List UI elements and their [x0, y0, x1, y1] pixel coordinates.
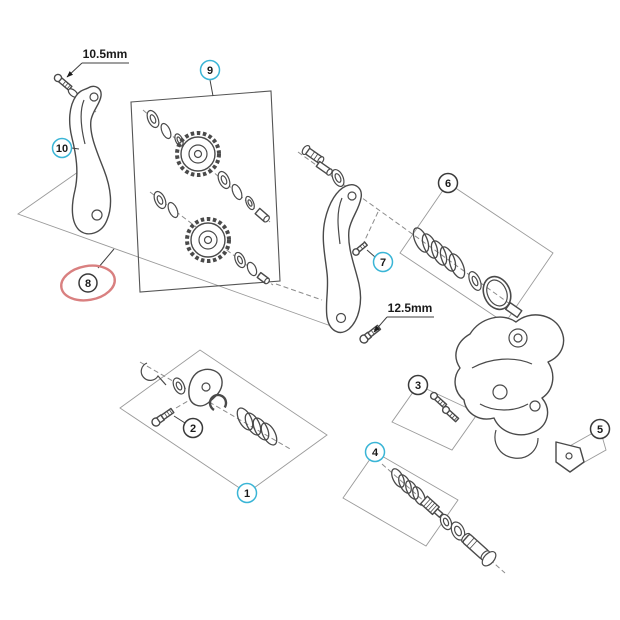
adjusting-screw: [441, 405, 460, 423]
callout-6-number: 6: [445, 178, 451, 190]
callout-3-number: 3: [415, 380, 421, 392]
leader-10: [71, 147, 80, 150]
callout-10-number: 10: [56, 143, 68, 155]
callout-7: 7: [372, 251, 394, 273]
pulley-lower: [185, 217, 231, 263]
callout-8-highlighted: 8: [60, 264, 116, 302]
callout-3: 3: [407, 374, 429, 396]
callout-1-circle: [236, 482, 258, 504]
pulley-seal-ring: [245, 195, 255, 211]
callout-9: 9: [199, 59, 221, 81]
plate-fixing-bolt: [151, 407, 175, 427]
callout-2: 2: [182, 417, 204, 439]
spring-hook-end: [140, 362, 167, 386]
group-4-outline: [342, 451, 459, 547]
callout-4: 4: [364, 441, 386, 463]
callout-1-number: 1: [244, 488, 250, 500]
mounting-axle-bolt: [461, 532, 497, 567]
group-8-outline: [17, 157, 346, 332]
axle-washer: [439, 513, 453, 531]
callout-3-circle: [407, 374, 429, 396]
leader-8: [97, 248, 115, 269]
adjusting-screw: [429, 391, 448, 409]
pulley-bushing: [254, 207, 270, 223]
pulley-spacer: [167, 201, 179, 219]
pulley-spacer: [160, 122, 172, 140]
mount-washer: [331, 168, 345, 188]
axis-pivot-bolt: [363, 211, 379, 243]
callout-7-number: 7: [380, 257, 386, 269]
callout-8-highlight-ellipse: [60, 264, 116, 302]
mount-bolt: [301, 144, 325, 165]
pulley-washer: [146, 109, 160, 129]
pulley-washer: [153, 190, 167, 210]
snap-ring: [208, 393, 228, 413]
callout-9-number: 9: [207, 65, 213, 77]
axis-tension-parts: [139, 361, 293, 451]
dimension-12-5mm: 12.5mm: [373, 301, 434, 333]
bracket-axle-unit: [555, 441, 585, 473]
callout-8-circle: [78, 273, 98, 293]
axis-cage-link: [275, 283, 323, 301]
callout-6-circle: [437, 172, 459, 194]
group-3-outline: [391, 384, 479, 451]
dimension-12-5mm-label: 12.5mm: [388, 301, 433, 315]
callout-2-number: 2: [190, 423, 196, 435]
pulley-assembly-box: [130, 90, 281, 293]
callout-4-number: 4: [372, 447, 379, 459]
cage-pivot-bolt: [352, 241, 368, 256]
mount-ring: [482, 275, 512, 311]
pulley-washer: [217, 170, 231, 190]
cable-adjuster-barrel: [419, 495, 444, 518]
pulley-spacer: [231, 183, 243, 201]
dimension-10-5mm: 10.5mm: [66, 47, 129, 78]
small-tension-spring: [236, 407, 278, 446]
leader-7: [366, 249, 376, 258]
callout-9-circle: [199, 59, 221, 81]
dimension-10-5mm-label: 10.5mm: [83, 47, 128, 61]
callout-2-circle: [182, 417, 204, 439]
callout-8-number: 8: [85, 278, 91, 290]
pulley-bushing: [256, 271, 271, 285]
inner-cage-plate: [322, 184, 362, 334]
axle-seal-ring: [450, 521, 466, 541]
outer-cage-plate: [68, 85, 112, 235]
callout-1: 1: [236, 482, 258, 504]
leader-9: [209, 79, 214, 97]
pulley-spacer: [246, 261, 258, 277]
pulley-washer: [234, 251, 246, 269]
callout-4-circle: [364, 441, 386, 463]
mount-bushing: [315, 160, 333, 176]
callout-7-circle: [372, 251, 394, 273]
callout-5-number: 5: [597, 424, 603, 436]
group-1-outline: [119, 349, 328, 494]
callout-5-circle: [589, 418, 611, 440]
pivot-shaft: [505, 302, 523, 319]
main-tension-spring: [412, 227, 466, 279]
callout-6: 6: [437, 172, 459, 194]
axis-plate-bolt: [175, 393, 201, 409]
tension-washer: [172, 377, 186, 395]
callout-10-circle: [51, 137, 73, 159]
tension-plate: [188, 368, 223, 407]
leader-2: [173, 415, 186, 424]
pulley-upper: [175, 131, 221, 177]
derailleur-body: [454, 314, 565, 459]
callout-5: 5: [589, 418, 611, 440]
spring-washer: [468, 271, 482, 291]
callout-10: 10: [51, 137, 73, 159]
